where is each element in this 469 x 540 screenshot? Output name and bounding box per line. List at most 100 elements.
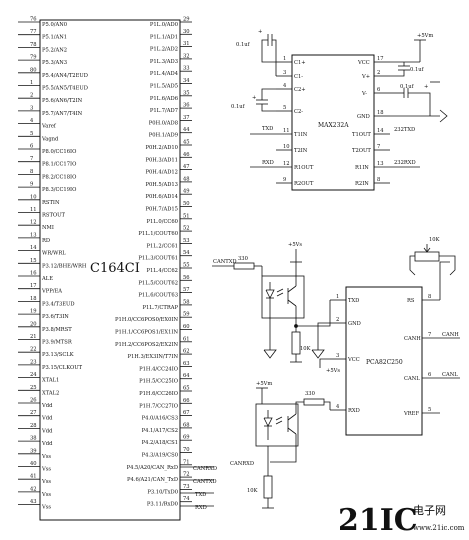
max232-net-rxd: RXD [262,160,274,166]
mcu-pin-num: 59 [183,312,190,318]
mcu-pin-num: 27 [30,410,37,416]
max232-pin-num: 3 [283,70,286,76]
mcu-pin-label: P3.9/MTSR [42,340,73,346]
mcu-pin-label: P4.5/A20/CAN_RxD [127,465,178,471]
mcu-pin-label: P1H.6/CC26IO [139,391,178,397]
max232-pin-label: T1OUT [352,132,371,138]
pca82c250-body [345,286,423,436]
mcu-pin-num: 45 [183,140,190,146]
mcu-pin-label: Vdd [41,416,53,422]
max232-pin-num: 7 [377,144,380,150]
max232-pin-label: V+ [361,74,370,80]
mcu-pin-num: 78 [30,42,37,48]
mcu-pin-num: 5 [30,131,33,137]
max232-cap-c3: 0.1uf [410,67,425,73]
max232-net-232rxd: 232RXD [394,160,416,166]
mcu-pin-num: 13 [30,232,37,238]
max232-cap-c4: 0.1uf [400,84,415,90]
mcu-pin-label: P5.7/AN7/T4IN [42,111,83,117]
mcu-net-rxd: RXD [195,505,207,511]
mcu-pin-label: P8.2/CC18IO [42,174,76,180]
mcu-pin-label: P4.1/A17/CS2 [142,428,178,434]
mcu-pin-label: P1L.0/CC60 [147,219,178,225]
mcu-pin-label: P5.5/AN5/T4EUD [42,86,88,92]
mcu-pin-label: P8.3/CC19IO [42,187,76,193]
max232-pin-num: 2 [377,70,380,76]
mcu-pin-label: Vdd [41,428,53,434]
mcu-pin-label: P5.1/AN1 [42,35,67,41]
mcu-pin-label: Vss [41,505,51,511]
mcu-pin-label: P1H.0/CC6POS0/EX0IN [115,317,178,323]
mcu-pin-num: 36 [183,103,190,109]
max232-pin-label: GND [357,114,370,120]
max232-pin-label: C2+ [294,87,306,93]
svg-text:+: + [258,29,262,35]
mcu-pin-num: 53 [183,238,190,244]
max232-pin-label: C1+ [294,60,306,66]
mcu-part-name: C164CI [90,261,140,276]
mcu-pin-num: 3 [30,105,33,111]
max232-pin-num: 12 [283,161,290,167]
mcu-pin-label: P1L.2/AD2 [150,47,178,53]
mcu-pin-num: 69 [183,435,190,441]
pca-r-rx: 330 [305,391,315,397]
max232-pin-num: 13 [377,161,384,167]
mcu-pin-label: Vss [41,479,51,485]
watermark-cn: 电子网 [413,504,446,517]
mcu-pin-num: 41 [30,474,37,480]
max232-pin-label: R1IN [355,165,369,171]
pca-pot-label: 10K [429,237,440,243]
mcu-pin-label: P0H.3/AD11 [145,157,178,163]
mcu-pin-num: 47 [183,164,190,170]
max232-pin-num: 4 [283,83,287,89]
mcu-pin-label: P5.6/AN6/T2IN [42,98,83,104]
mcu-pin-label: P1L.4/CC62 [147,268,178,274]
pca-net-canrxd: CANRXD [230,461,254,467]
watermark-brand: 21IC [338,503,418,538]
mcu-pin-num: 15 [30,258,37,264]
mcu-pin-num: 23 [30,359,37,365]
watermark-url: www.21ic.com [413,524,465,532]
mcu-pin-label: P3.4/T3EUD [42,301,75,307]
mcu-pin-label: Vdd [41,441,53,447]
mcu-pin-label: P8.0/CC16IO [42,149,76,155]
mcu-pin-num: 18 [30,296,37,302]
max232-body [291,54,375,191]
mcu-pin-label: P4.0/A16/CS3 [142,416,178,422]
mcu-c164ci: 76P5.0/AN077P5.1/AN178P5.2/AN279P5.3/AN3… [18,17,217,521]
mcu-pin-label: RSTOUT [42,213,66,219]
mcu-pin-label: P5.4/AN4/T2EUD [42,73,88,79]
mcu-pin-num: 10 [30,194,37,200]
mcu-pin-label: WR/WRL [42,251,66,257]
pca-r-pd1: 10K [300,346,311,352]
mcu-pin-num: 17 [30,283,37,289]
mcu-pin-num: 70 [183,447,190,453]
mcu-pin-num: 55 [183,263,190,269]
pca-net-canl: CANL [442,372,458,378]
pca-net-canh: CANH [442,332,459,338]
optocoupler-tx [261,275,305,319]
mcu-pin-label: P1H.7/CC27IO [139,403,178,409]
mcu-pin-num: 61 [183,336,190,342]
pca-pin-label: RS [407,298,415,304]
mcu-pin-num: 74 [183,496,190,502]
mcu-pin-num: 33 [183,66,190,72]
pca-pin-label: CANH [404,336,421,342]
mcu-pin-label: P4.6/A21/CAN_TxD [127,477,178,483]
max232-pin-num: 8 [377,177,380,183]
pca-supply-2: +5Vs [326,368,340,374]
mcu-pin-label: P1L.6/COUT63 [138,293,178,299]
mcu-pin-num: 65 [183,386,190,392]
pca-pin-label: VREF [403,411,419,417]
mcu-pin-num: 42 [30,486,37,492]
mcu-pin-label: P1H.2/CC6POS2/EX2IN [115,342,178,348]
mcu-pin-label: P4.3/A19/CS0 [142,453,178,459]
max232-pin-num: 11 [283,128,290,134]
mcu-pin-label: P5.0/AN0 [42,22,67,28]
max232-pin-num: 1 [283,56,286,62]
mcu-pin-label: P1L.2/CC61 [147,243,178,249]
max232-pin-label: C2- [294,109,303,115]
pca-pin-num: 2 [336,317,339,323]
mcu-pin-label: P1H.5/CC25IO [139,379,178,385]
